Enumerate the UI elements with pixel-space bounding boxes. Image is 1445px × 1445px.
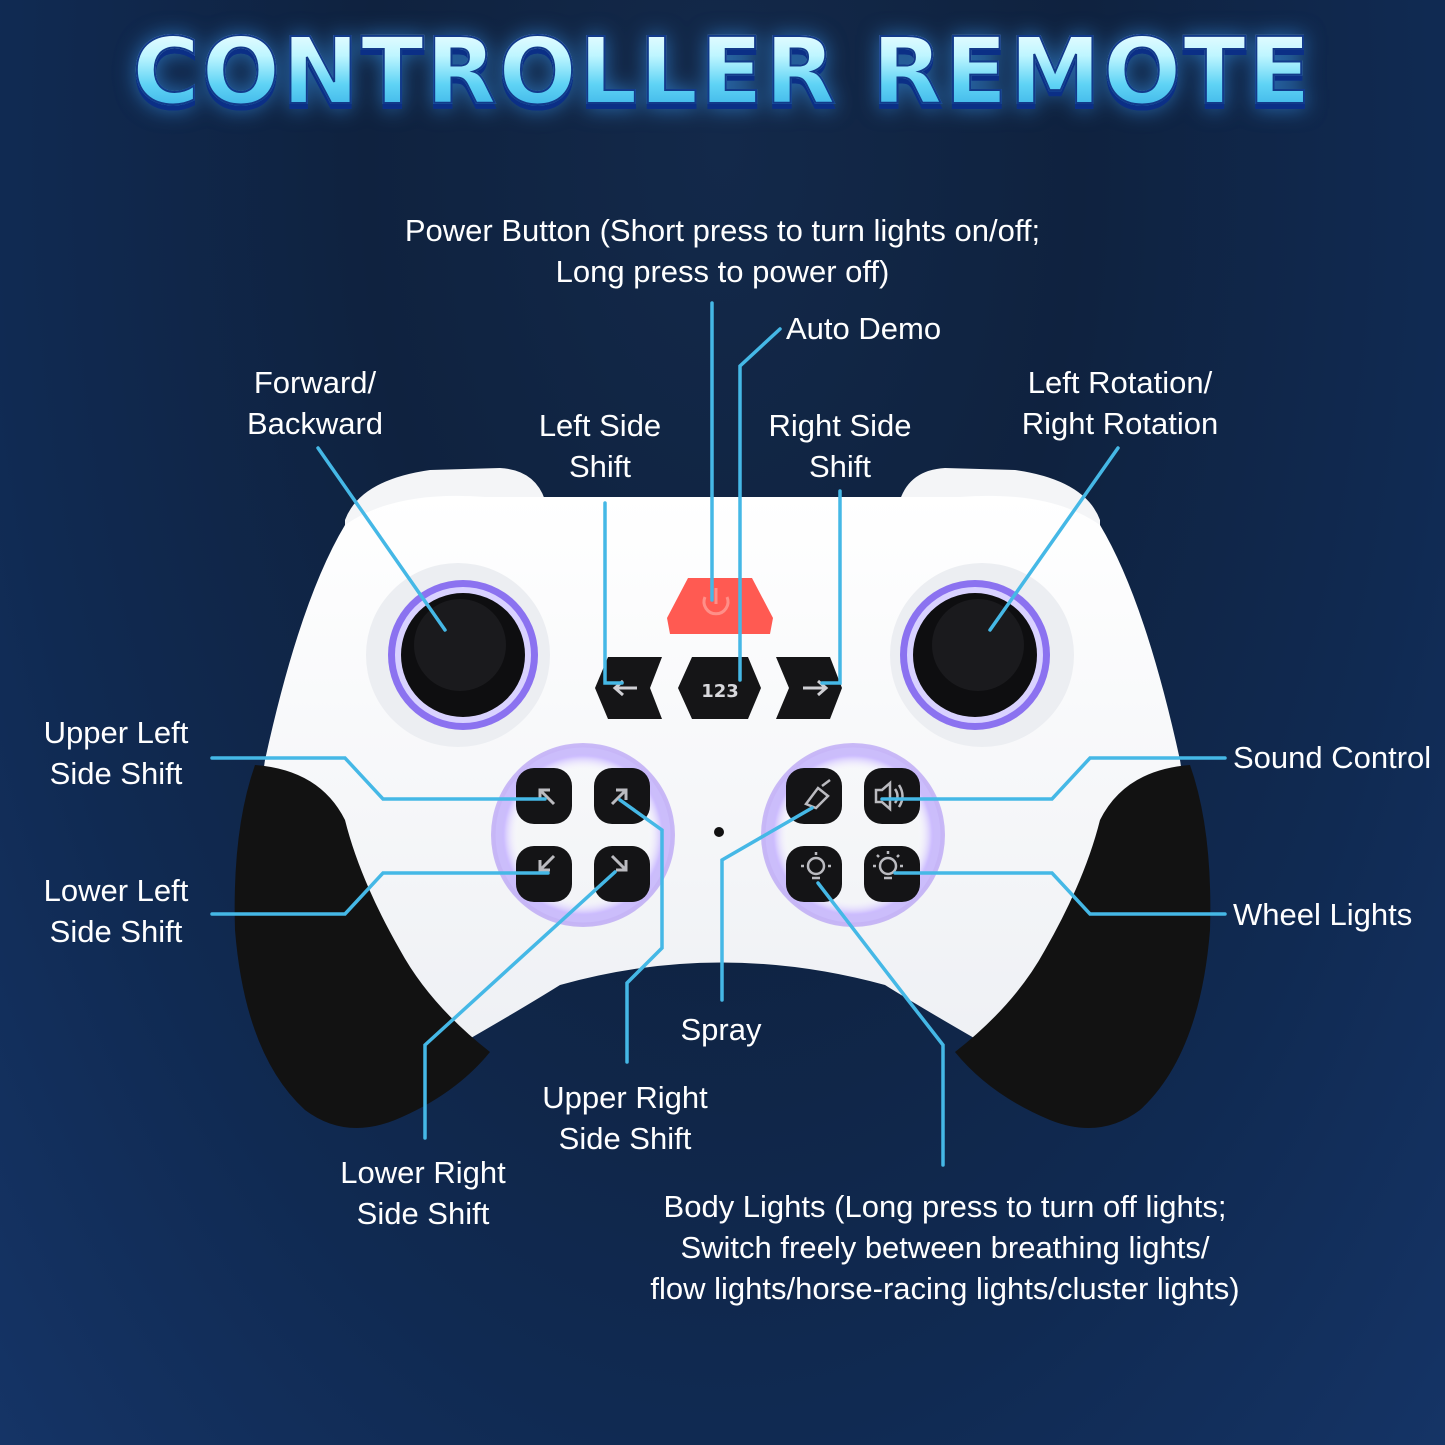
label-line: Sound Control bbox=[1233, 740, 1432, 775]
label-lower-right-side-shift: Lower Right Side Shift bbox=[318, 1152, 528, 1234]
leader-upper-right bbox=[618, 798, 664, 1064]
label-line: Switch freely between breathing lights/ bbox=[680, 1230, 1210, 1265]
label-line: flow lights/horse-racing lights/cluster … bbox=[650, 1271, 1240, 1306]
spray-button[interactable] bbox=[786, 768, 842, 824]
arrow-down-right-icon bbox=[610, 854, 628, 872]
leader-left-side-shift bbox=[603, 501, 624, 685]
leader-spray bbox=[720, 806, 814, 1002]
sound-control-button[interactable] bbox=[864, 768, 920, 824]
wheel-lights-button[interactable] bbox=[864, 846, 920, 902]
label-left-side-shift: Left Side Shift bbox=[510, 405, 690, 487]
label-upper-left-side-shift: Upper Left Side Shift bbox=[26, 712, 206, 794]
bulb-bright-icon bbox=[873, 851, 903, 880]
auto-demo-button[interactable]: 123 bbox=[678, 657, 761, 719]
label-rotation: Left Rotation/ Right Rotation bbox=[1000, 362, 1240, 444]
label-line: Side Shift bbox=[49, 914, 183, 949]
label-line: Right Rotation bbox=[1021, 406, 1219, 441]
label-line: Right Side bbox=[768, 408, 912, 443]
arrow-up-left-icon bbox=[538, 788, 556, 806]
leader-lower-right bbox=[423, 870, 617, 1140]
label-line: Spray bbox=[680, 1012, 762, 1047]
label-line: Shift bbox=[808, 449, 872, 484]
label-line: Shift bbox=[568, 449, 632, 484]
label-line: Side Shift bbox=[356, 1196, 490, 1231]
indicator-dot bbox=[714, 827, 724, 837]
left-joystick[interactable] bbox=[366, 563, 550, 747]
label-auto-demo: Auto Demo bbox=[786, 308, 941, 349]
left-side-shift-button[interactable] bbox=[595, 657, 662, 719]
label-line: Auto Demo bbox=[786, 311, 942, 346]
label-line: Forward/ bbox=[253, 365, 377, 400]
label-upper-right-side-shift: Upper Right Side Shift bbox=[520, 1077, 730, 1159]
label-line: Body Lights (Long press to turn off ligh… bbox=[663, 1189, 1227, 1224]
left-grip bbox=[234, 765, 490, 1128]
leader-wheel-lights bbox=[893, 871, 1227, 916]
label-body-lights: Body Lights (Long press to turn off ligh… bbox=[600, 1186, 1290, 1309]
label-line: Backward bbox=[246, 406, 384, 441]
label-power-button: Power Button (Short press to turn lights… bbox=[380, 210, 1065, 292]
page-title: CONTROLLER REMOTE bbox=[0, 17, 1445, 126]
label-sound-control: Sound Control bbox=[1233, 737, 1431, 778]
arrow-down-left-icon bbox=[538, 854, 556, 872]
label-line: Left Rotation/ bbox=[1027, 365, 1213, 400]
right-grip bbox=[955, 765, 1211, 1128]
demo-123-icon: 123 bbox=[701, 681, 739, 702]
label-line: Side Shift bbox=[558, 1121, 692, 1156]
label-right-side-shift: Right Side Shift bbox=[745, 405, 935, 487]
power-button[interactable] bbox=[667, 578, 773, 634]
lower-right-side-shift-button[interactable] bbox=[594, 846, 650, 902]
power-icon bbox=[702, 588, 730, 616]
leader-lower-left bbox=[210, 871, 550, 916]
leader-sound-control bbox=[880, 756, 1227, 801]
label-line: Power Button (Short press to turn lights… bbox=[404, 213, 1041, 248]
label-spray: Spray bbox=[660, 1009, 782, 1050]
label-line: Upper Left bbox=[43, 715, 189, 750]
speaker-icon bbox=[874, 780, 904, 812]
leader-rotation bbox=[988, 446, 1120, 632]
leader-forward-backward bbox=[316, 446, 447, 632]
right-joystick[interactable] bbox=[890, 563, 1074, 747]
leader-lines bbox=[210, 301, 1227, 1167]
label-line: Upper Right bbox=[542, 1080, 708, 1115]
label-wheel-lights: Wheel Lights bbox=[1233, 894, 1412, 935]
label-line: Side Shift bbox=[49, 756, 183, 791]
label-line: Wheel Lights bbox=[1233, 897, 1413, 932]
label-forward-backward: Forward/ Backward bbox=[215, 362, 415, 444]
body-lights-button[interactable] bbox=[786, 846, 842, 902]
label-line: Lower Left bbox=[43, 873, 189, 908]
upper-left-side-shift-button[interactable] bbox=[516, 768, 572, 824]
label-line: Left Side bbox=[538, 408, 662, 443]
right-button-cluster bbox=[761, 743, 945, 927]
label-line: Long press to power off) bbox=[555, 254, 890, 289]
label-lower-left-side-shift: Lower Left Side Shift bbox=[26, 870, 206, 952]
arrow-up-right-icon bbox=[610, 788, 628, 806]
leader-right-side-shift bbox=[820, 489, 842, 685]
leader-upper-left bbox=[210, 756, 547, 801]
leader-auto-demo bbox=[738, 327, 782, 682]
bulb-icon bbox=[801, 852, 831, 880]
leader-body-lights bbox=[816, 881, 945, 1167]
label-line: Lower Right bbox=[340, 1155, 506, 1190]
